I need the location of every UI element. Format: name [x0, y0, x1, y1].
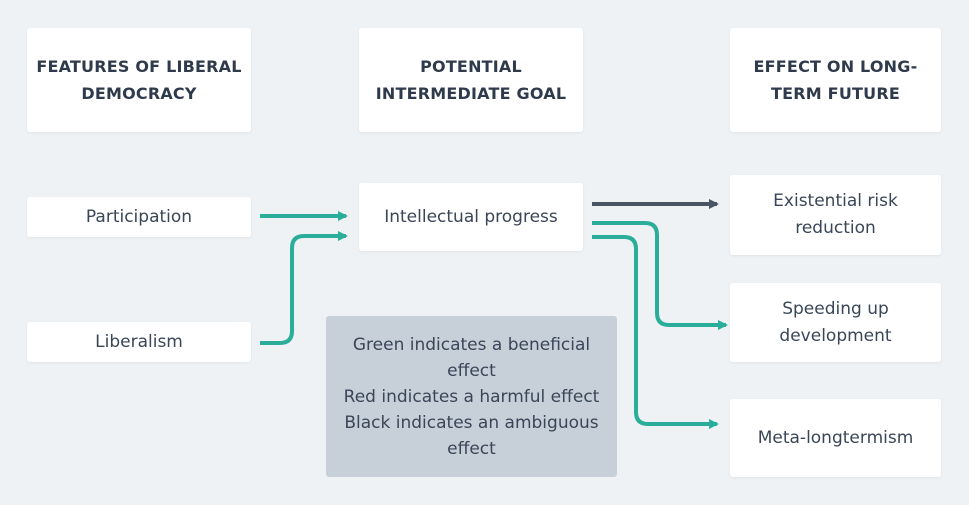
node-speeding-up-label: Speeding up development — [779, 298, 892, 346]
node-meta-longtermism: Meta-longtermism — [730, 399, 941, 477]
node-meta-longtermism-label: Meta-longtermism — [757, 427, 914, 448]
node-speeding-up: Speeding up development — [730, 283, 941, 362]
header-effect-label: EFFECT ON LONG-TERM FUTURE — [753, 57, 918, 103]
header-features-label: FEATURES OF LIBERAL DEMOCRACY — [36, 57, 242, 103]
node-existential-risk-label: Existential risk reduction — [773, 191, 898, 238]
legend-box: Green indicates a beneficial effect Red … — [326, 316, 617, 477]
node-intellectual-progress: Intellectual progress — [359, 183, 583, 251]
legend-red-text: Red indicates a harmful effect — [343, 386, 600, 407]
arrow-progress-to-speeding-up — [592, 221, 728, 330]
legend-green-text: Green indicates a beneficial effect — [352, 334, 591, 381]
node-participation: Participation — [27, 197, 251, 237]
node-participation-label: Participation — [85, 206, 193, 227]
header-goal: POTENTIAL INTERMEDIATE GOAL — [359, 28, 583, 132]
node-liberalism: Liberalism — [27, 322, 251, 362]
header-goal-label: POTENTIAL INTERMEDIATE GOAL — [375, 57, 567, 103]
legend-black-text: Black indicates an ambiguous effect — [344, 412, 599, 459]
header-features: FEATURES OF LIBERAL DEMOCRACY — [27, 28, 251, 132]
node-intellectual-progress-label: Intellectual progress — [384, 206, 558, 227]
node-existential-risk: Existential risk reduction — [730, 175, 941, 255]
node-liberalism-label: Liberalism — [95, 331, 183, 352]
header-effect: EFFECT ON LONG-TERM FUTURE — [730, 28, 941, 132]
